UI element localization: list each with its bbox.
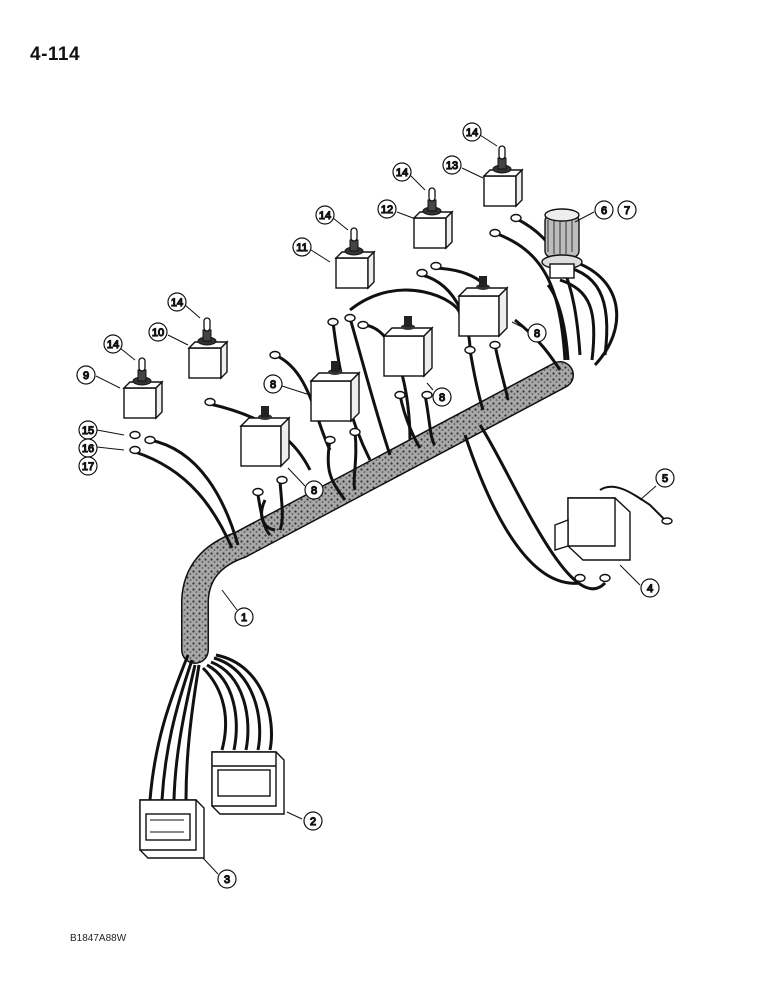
callout-number: 9 — [83, 370, 89, 382]
callout-number: 14 — [319, 210, 331, 222]
relay-4 — [554, 485, 673, 561]
callout-number: 13 — [446, 160, 458, 172]
callout-8-a: 8 — [527, 323, 547, 343]
callout-9: 9 — [76, 365, 96, 385]
callout-number: 4 — [647, 583, 653, 595]
callout-number: 6 — [601, 205, 607, 217]
callout-2: 2 — [303, 811, 323, 831]
callout-number: 14 — [107, 339, 119, 351]
connector-2 — [211, 751, 285, 815]
callout-number: 8 — [439, 392, 445, 404]
leader-lines — [95, 134, 657, 875]
toggle-switch-12 — [413, 187, 453, 249]
callout-number: 14 — [466, 127, 478, 139]
callout-7: 7 — [617, 200, 637, 220]
callout-13: 13 — [442, 155, 462, 175]
circuit-breaker-8b — [310, 360, 360, 422]
callout-number: 14 — [396, 167, 408, 179]
callout-16: 16 — [78, 438, 98, 458]
callout-number: 15 — [82, 425, 94, 437]
callout-number: 12 — [381, 204, 393, 216]
toggle-switch-11 — [335, 227, 375, 289]
callout-number: 10 — [152, 327, 164, 339]
callout-5: 5 — [655, 468, 675, 488]
callout-number: 16 — [82, 443, 94, 455]
toggle-switch-9 — [123, 357, 163, 419]
callout-number: 3 — [224, 874, 230, 886]
circuit-breaker-8c — [383, 315, 433, 377]
circuit-breaker-8d — [458, 275, 508, 337]
callout-number: 7 — [624, 205, 630, 217]
callout-8-d: 8 — [304, 480, 324, 500]
page-number: 4-114 — [30, 44, 81, 65]
connector-3 — [139, 799, 205, 859]
callout-number: 11 — [296, 242, 307, 254]
toggle-switch-10 — [188, 317, 228, 379]
callout-number: 14 — [171, 297, 183, 309]
callout-number: 5 — [662, 473, 668, 485]
terminal-rings — [129, 213, 611, 583]
callout-14-c: 14 — [315, 205, 335, 225]
callout-6: 6 — [594, 200, 614, 220]
callout-11: 11 — [292, 237, 312, 257]
callout-number: 8 — [311, 485, 317, 497]
callout-4: 4 — [640, 578, 660, 598]
callout-14-d: 14 — [392, 162, 412, 182]
callout-1: 1 — [234, 607, 254, 627]
callout-14-a: 14 — [103, 334, 123, 354]
toggle-switch-13 — [483, 145, 523, 207]
callout-8-c: 8 — [263, 374, 283, 394]
connector-wires — [148, 653, 273, 801]
harness-trunk-wrap — [182, 362, 573, 663]
callout-3: 3 — [217, 869, 237, 889]
callout-number: 8 — [534, 328, 540, 340]
callout-14-e: 14 — [462, 122, 482, 142]
callout-number: 1 — [241, 612, 247, 624]
indicator-lamp — [541, 208, 583, 279]
callouts: 14 14 14 14 14 13 6 7 12 11 10 9 15 16 1… — [76, 122, 675, 889]
callout-17: 17 — [78, 456, 98, 476]
callout-12: 12 — [377, 199, 397, 219]
callout-number: 2 — [310, 816, 316, 828]
callout-number: 17 — [82, 461, 94, 473]
figure-code: B1847A88W — [70, 933, 127, 944]
callout-number: 8 — [270, 379, 276, 391]
callout-15: 15 — [78, 420, 98, 440]
callout-10: 10 — [148, 322, 168, 342]
callout-8-b: 8 — [432, 387, 452, 407]
callout-14-b: 14 — [167, 292, 187, 312]
